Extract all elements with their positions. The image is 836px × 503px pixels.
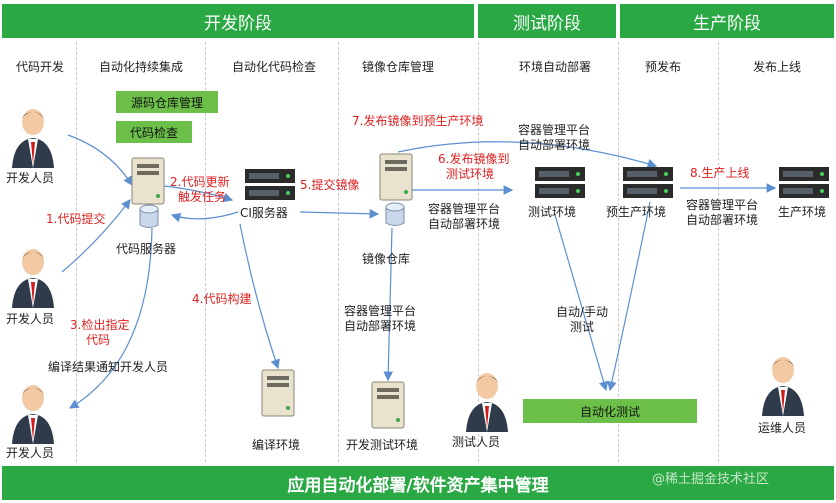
- step-1-label: 1.代码提交: [46, 212, 106, 226]
- code-check-box: 代码检查: [116, 121, 192, 143]
- image-repo-database-icon: [385, 202, 405, 226]
- developer-person-icon: [12, 249, 54, 308]
- ops-person-icon: [762, 357, 804, 416]
- step-8-label: 8.生产上线: [690, 166, 750, 180]
- column-header-env-deploy: 环境自动部署: [518, 60, 592, 74]
- arrow-ci-to-code-server: [170, 211, 239, 223]
- arrow-dev1-to-code-server: [67, 134, 133, 187]
- developer-label: 开发人员: [6, 312, 55, 326]
- column-header-release: 发布上线: [752, 60, 802, 74]
- platform-note-dev-test-line2: 自动部署环境: [344, 319, 417, 333]
- platform-note-prod: 容器管理平台: [686, 198, 759, 212]
- column-divider: [478, 42, 479, 462]
- developer-label: 开发人员: [6, 446, 55, 460]
- platform-note-prod-line2: 自动部署环境: [686, 213, 759, 227]
- column-divider: [205, 42, 206, 462]
- developer-person-icon: [12, 109, 54, 168]
- column-header-code-check: 自动化代码检查: [231, 60, 317, 74]
- ci-rack-server-icon: [245, 169, 295, 200]
- arrow-ci-to-image-repo: [299, 208, 380, 219]
- arrow-compile-notify-to-dev3: [68, 227, 153, 409]
- auto-test-box: 自动化测试: [523, 399, 697, 423]
- phase-dev: 开发阶段: [2, 4, 474, 38]
- column-divider: [338, 42, 339, 462]
- step-3-label-line2: 代码: [86, 333, 111, 347]
- column-header-prerelease: 预发布: [644, 60, 682, 74]
- column-divider: [76, 42, 77, 462]
- image-repo-label: 镜像仓库: [362, 252, 411, 266]
- arrow-ci-to-build-env: [239, 223, 280, 370]
- platform-note-preprod: 容器管理平台: [518, 123, 591, 137]
- column-header-code-dev: 代码开发: [15, 60, 65, 74]
- ops-label: 运维人员: [758, 421, 807, 435]
- platform-note-test: 容器管理平台: [428, 202, 501, 216]
- watermark: @稀土掘金技术社区: [652, 472, 770, 487]
- arrow-code-server-to-ci: [163, 185, 234, 203]
- step-2-label-line2: 触发任务: [178, 190, 227, 204]
- arrow-test-to-auto-test: [554, 214, 609, 392]
- image-repo-tower-icon: [379, 153, 413, 201]
- arrow-repo-to-dev-test-env: [383, 227, 394, 382]
- build-env-tower-icon: [261, 369, 295, 417]
- phase-test: 测试阶段: [478, 4, 616, 38]
- step-4-label: 4.代码构建: [192, 292, 252, 306]
- test-env-rack-server-icon: [535, 167, 585, 198]
- dev-test-env-label: 开发测试环境: [346, 438, 419, 452]
- footer-banner: 应用自动化部署/软件资产集中管理: [2, 466, 834, 500]
- build-env-label: 编译环境: [252, 438, 301, 452]
- step-2-label: 2.代码更新: [170, 175, 230, 189]
- developer-person-icon: [12, 385, 54, 444]
- platform-note-preprod-line2: 自动部署环境: [518, 138, 591, 152]
- code-server-tower-icon: [131, 157, 165, 205]
- phase-prod: 生产阶段: [620, 4, 834, 38]
- column-header-ci: 自动化持续集成: [98, 60, 184, 74]
- column-header-image-repo: 镜像仓库管理: [361, 60, 435, 74]
- prod-env-label: 生产环境: [778, 205, 827, 219]
- platform-note-dev-test: 容器管理平台: [344, 304, 417, 318]
- arrow-repo-to-preprod-env: [397, 141, 658, 169]
- step-5-label: 5.提交镜像: [300, 178, 360, 192]
- step-3-label: 3.检出指定: [70, 318, 130, 332]
- code-repo-database-icon: [139, 204, 159, 228]
- prod-env-rack-server-icon: [779, 167, 829, 198]
- test-env-label: 测试环境: [528, 205, 577, 219]
- arrow-preprod-to-auto-test: [607, 201, 651, 392]
- step-6-label: 6.发布镜像到: [438, 152, 510, 166]
- platform-note-test-line2: 自动部署环境: [428, 217, 501, 231]
- code-server-label: 代码服务器: [116, 242, 177, 256]
- ci-server-label: CI服务器: [240, 206, 288, 220]
- tester-label: 测试人员: [452, 435, 501, 449]
- auto-manual-test-note: 自动/手动: [556, 305, 609, 319]
- step-6-label-line2: 测试环境: [446, 167, 495, 181]
- column-divider: [718, 42, 719, 462]
- repo-management-box: 源码仓库管理: [116, 91, 218, 113]
- dev-test-env-tower-icon: [371, 381, 405, 429]
- step-7-label: 7.发布镜像到预生产环境: [352, 114, 484, 128]
- column-divider: [618, 42, 619, 462]
- tester-person-icon: [466, 373, 508, 432]
- preprod-env-label: 预生产环境: [606, 205, 667, 219]
- preprod-env-rack-server-icon: [623, 167, 673, 198]
- compile-notify-note: 编译结果通知开发人员: [48, 360, 169, 374]
- developer-label: 开发人员: [6, 171, 55, 185]
- auto-manual-test-note-line2: 测试: [570, 320, 595, 334]
- arrow-dev2-to-code-server: [61, 199, 131, 273]
